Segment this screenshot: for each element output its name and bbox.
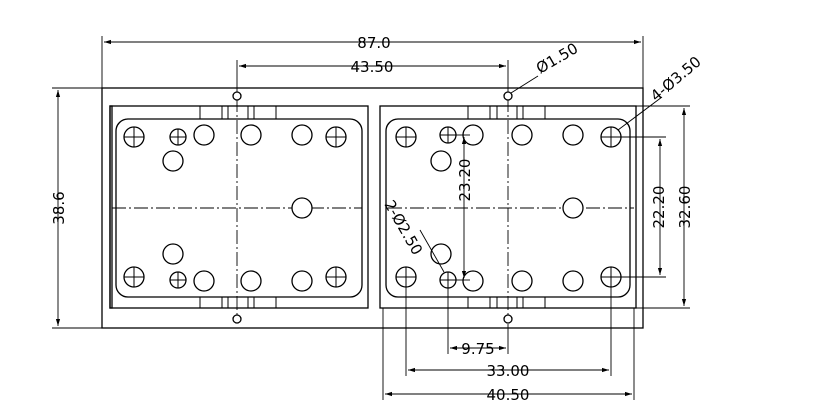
mounting-hole [562, 197, 584, 219]
mounting-hole [430, 243, 452, 265]
dim-module-width-text: 40.50 [487, 386, 530, 404]
dim-small-hole-text: Ø1.50 [533, 39, 581, 77]
mounting-hole [162, 243, 184, 265]
right-bottom-tab [522, 296, 546, 309]
dim-pin-spacing-text: 43.50 [351, 58, 394, 76]
mounting-hole [291, 124, 313, 146]
mounting-hole [240, 270, 262, 292]
mounting-hole [430, 150, 452, 172]
left-module [109, 91, 369, 324]
dim-corner-holes: 4-Ø3.50 [617, 53, 705, 131]
mounting-hole [193, 270, 215, 292]
mounting-hole [240, 124, 262, 146]
dim-pin-offset: 9.75 [447, 288, 509, 358]
right-top-tab [522, 105, 546, 120]
dim-overall-width: 87.0 [101, 34, 644, 88]
dim-hole-spacing-text: 33.00 [487, 362, 530, 380]
dim-hole-spacing: 33.00 [405, 287, 612, 380]
mounting-hole [162, 150, 184, 172]
dim-inner-height-a: 23.20 [456, 134, 474, 281]
mounting-hole [291, 197, 313, 219]
mounting-hole [291, 270, 313, 292]
alignment-hole [232, 314, 242, 324]
dim-inner-height-b: 22.20 [621, 136, 668, 278]
dim-module-width: 40.50 [382, 308, 635, 404]
dim-inner-height-a-text: 23.20 [456, 159, 474, 202]
left-bottom-tab [227, 296, 249, 309]
mounting-hole [462, 270, 484, 292]
mounting-hole [511, 270, 533, 292]
dim-corner-holes-text: 4-Ø3.50 [647, 53, 705, 105]
alignment-hole [232, 91, 242, 101]
dim-outer-height: 32.60 [636, 105, 694, 309]
alignment-hole [503, 91, 513, 101]
right-bottom-tab [496, 296, 518, 309]
alignment-hole [503, 314, 513, 324]
dim-inner-height-b-text: 22.20 [650, 186, 668, 229]
dim-overall-height: 38.6 [50, 87, 102, 329]
left-top-tab [199, 105, 223, 120]
left-bottom-tab [253, 296, 277, 309]
dim-outer-height-text: 32.60 [676, 186, 694, 229]
dim-pin-offset-text: 9.75 [461, 340, 494, 358]
right-top-tab [467, 105, 491, 120]
right-top-tab [496, 105, 518, 120]
left-top-tab [253, 105, 277, 120]
mounting-hole [562, 270, 584, 292]
dim-pin-spacing: 43.50 [236, 58, 509, 92]
mounting-hole [562, 124, 584, 146]
right-module [379, 91, 637, 324]
left-top-tab [227, 105, 249, 120]
mounting-hole [511, 124, 533, 146]
left-bottom-tab [199, 296, 223, 309]
base-plate-outline [101, 87, 644, 329]
dim-overall-height-text: 38.6 [50, 191, 68, 224]
dim-pin-holes-text: 2-Ø2.50 [381, 197, 427, 258]
dim-small-hole: Ø1.50 [510, 39, 581, 94]
right-bottom-tab [467, 296, 491, 309]
mounting-hole [193, 124, 215, 146]
dim-overall-width-text: 87.0 [357, 34, 390, 52]
